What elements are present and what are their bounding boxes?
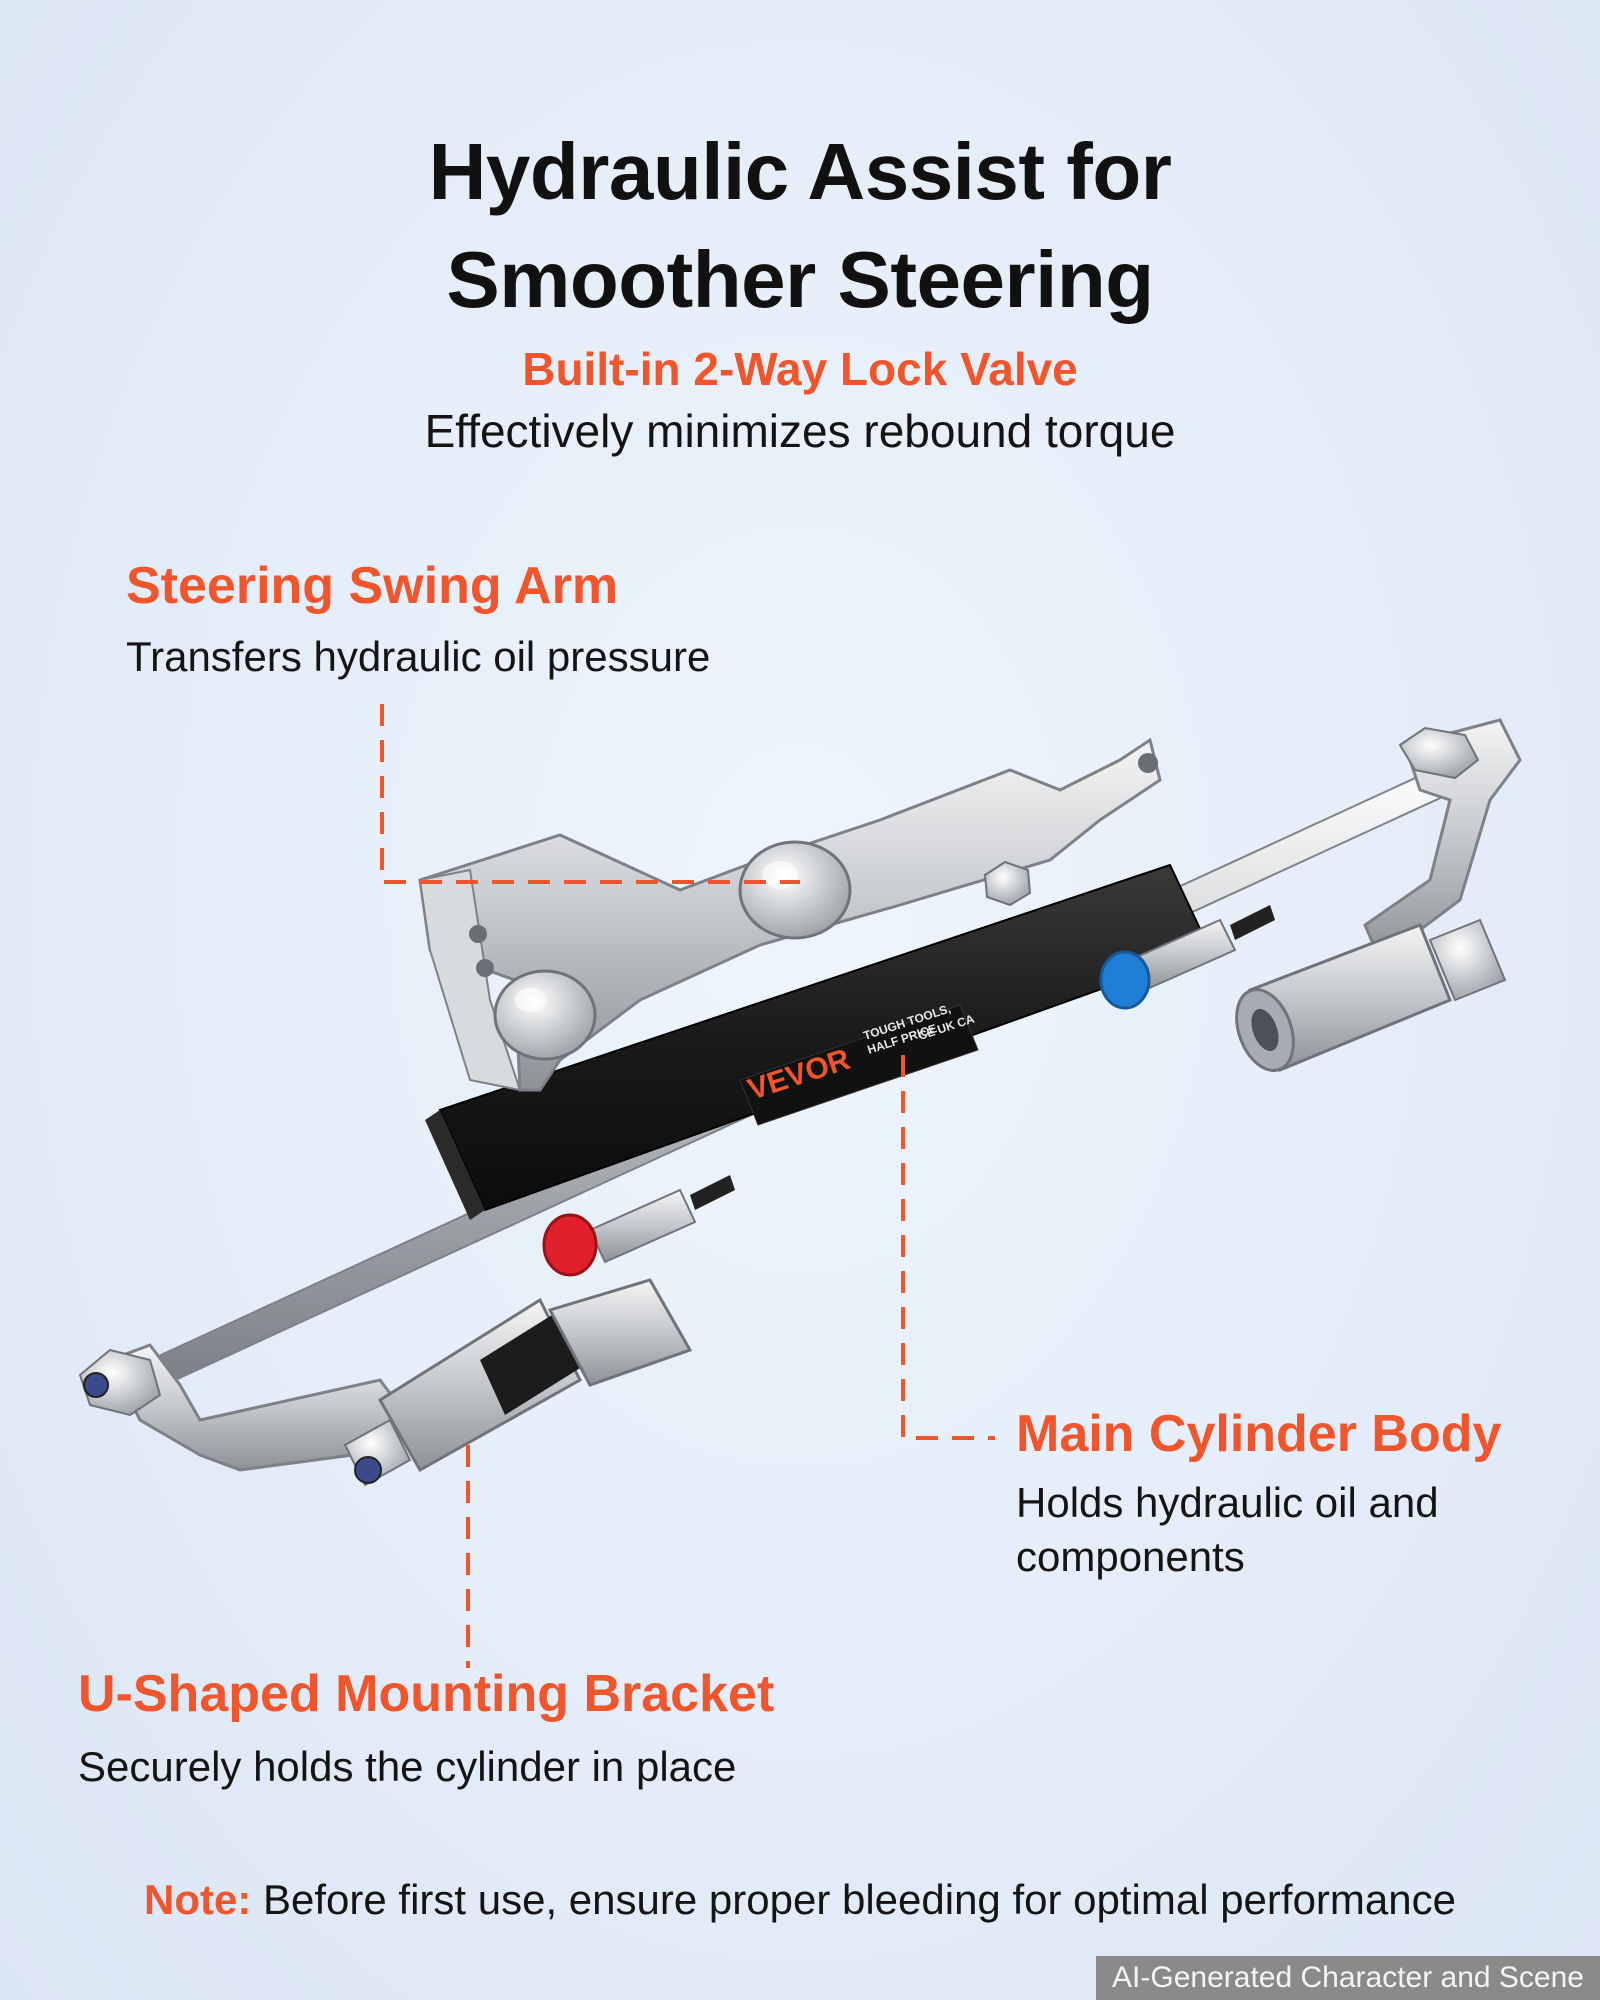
swing-arm-bolt bbox=[983, 860, 1032, 907]
blue-bleed-valve bbox=[1099, 905, 1275, 1010]
right-hose-fitting bbox=[1235, 918, 1507, 1072]
right-u-bracket bbox=[1363, 718, 1522, 963]
feature-heading: Built-in 2-Way Lock Valve bbox=[522, 343, 1078, 395]
cylinder-body-callout-title: Main Cylinder Body bbox=[1016, 1405, 1502, 1463]
swing-arm-callout-title: Steering Swing Arm bbox=[126, 557, 619, 615]
swing-arm-callout-description: Transfers hydraulic oil pressure bbox=[126, 633, 711, 680]
note-label: Note: bbox=[144, 1876, 252, 1923]
main-cylinder-body: VEVOR TOUGH TOOLS, HALF PRICE CE UK CA bbox=[425, 863, 1212, 1220]
left-u-bracket bbox=[78, 1343, 412, 1472]
swing-arm-lower-roller bbox=[493, 969, 597, 1061]
left-hose-fitting bbox=[343, 1278, 693, 1487]
note-text: Before first use, ensure proper bleeding… bbox=[251, 1876, 1456, 1923]
usage-note: Note: Before first use, ensure proper bl… bbox=[0, 1876, 1600, 1924]
page-title-line-2: Smoother Steering bbox=[446, 235, 1154, 324]
red-bleed-valve bbox=[542, 1175, 735, 1277]
ai-generated-badge: AI-Generated Character and Scene bbox=[1096, 1956, 1600, 2000]
page-title-line-1: Hydraulic Assist for bbox=[428, 127, 1172, 216]
bracket-callout-description: Securely holds the cylinder in place bbox=[78, 1743, 737, 1790]
feature-description: Effectively minimizes rebound torque bbox=[424, 405, 1176, 457]
cylinder-body-leader-line bbox=[901, 1055, 995, 1440]
cylinder-body-callout-description: Holds hydraulic oil and components bbox=[1016, 1479, 1439, 1580]
steering-swing-arm bbox=[418, 737, 1162, 1092]
page-title: Hydraulic Assist for Smoother Steering bbox=[0, 118, 1600, 334]
right-bracket-nut bbox=[1398, 726, 1480, 780]
left-bracket-nut bbox=[78, 1348, 162, 1417]
swing-arm-upper-roller bbox=[738, 840, 852, 940]
bracket-callout-title: U-Shaped Mounting Bracket bbox=[78, 1665, 775, 1723]
